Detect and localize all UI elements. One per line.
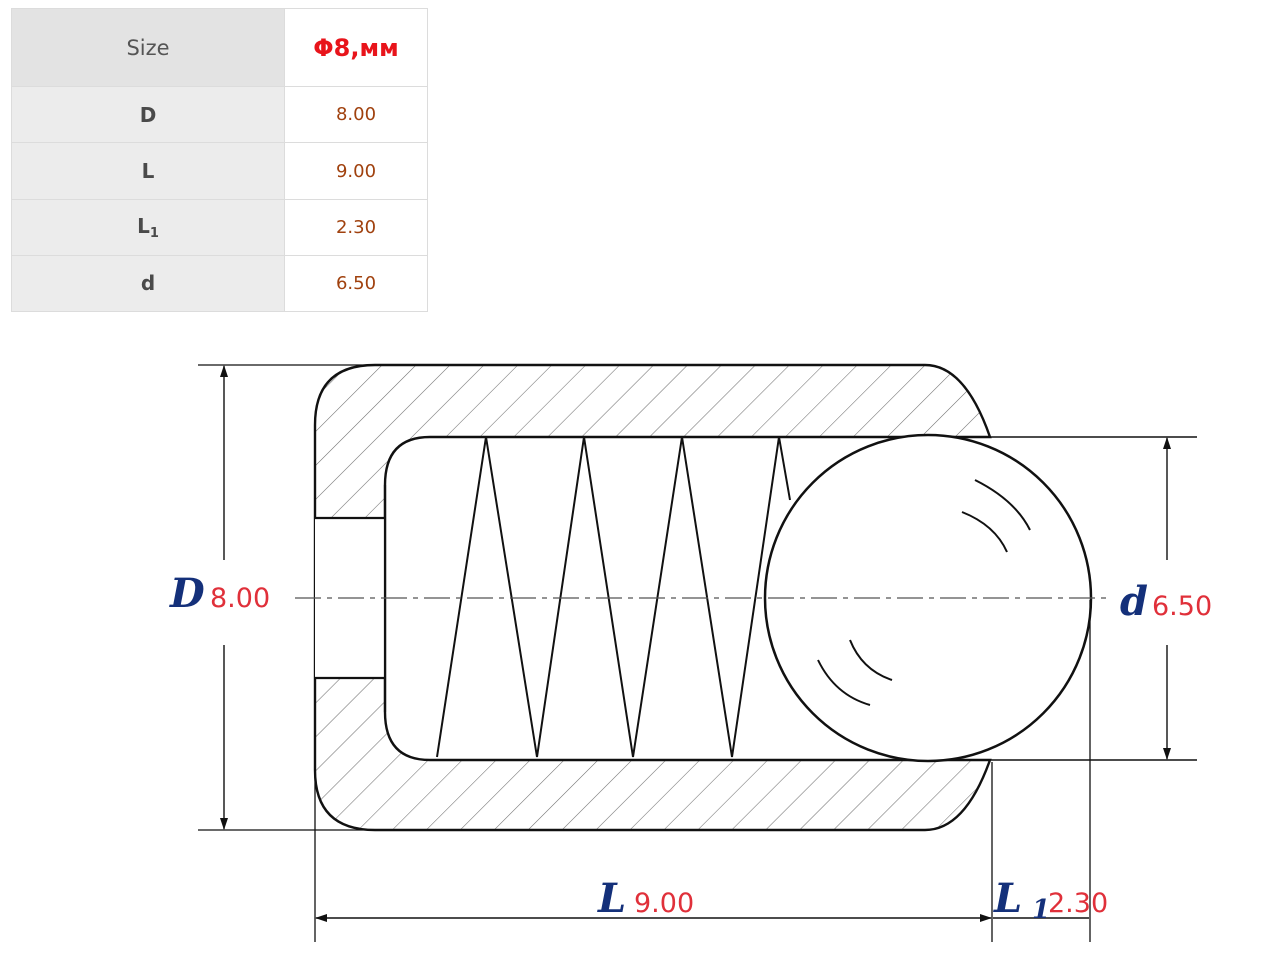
D-value: 8.00 [210, 583, 270, 614]
param-symbol: D [139, 102, 157, 127]
header-size-value: Φ8,мм [284, 7, 428, 88]
L-symbol: L [597, 875, 626, 922]
L1-value: 2.30 [1048, 888, 1108, 919]
value-L1: 2.30 [284, 198, 428, 256]
ball-highlight [961, 511, 1008, 553]
param-symbol: d [140, 271, 156, 296]
L-value: 9.00 [634, 888, 694, 919]
param-d: d [11, 254, 285, 313]
table-header-row: Size Φ8,мм [11, 7, 428, 88]
d-value: 6.50 [1152, 591, 1212, 622]
spec-table: Size Φ8,мм D 8.00 L 9.00 L1 2.30 d 6.50 [11, 7, 428, 313]
param-subscript: 1 [149, 225, 159, 241]
param-symbol: L [137, 213, 150, 238]
param-L: L [11, 142, 285, 200]
spring [436, 436, 791, 758]
ball-highlight [817, 659, 871, 706]
value-d: 6.50 [284, 254, 428, 313]
ball-highlight [849, 639, 893, 681]
table-row: d 6.50 [11, 254, 428, 313]
value-D: 8.00 [284, 86, 428, 144]
L1-subscript: 1 [1032, 895, 1050, 925]
table-row: L1 2.30 [11, 198, 428, 256]
ball-highlight [974, 479, 1031, 531]
L1-symbol: L [993, 875, 1022, 922]
value-L: 9.00 [284, 142, 428, 200]
D-symbol: D [169, 570, 205, 617]
header-size-label: Size [11, 7, 285, 88]
table-row: L 9.00 [11, 142, 428, 200]
param-symbol: L [141, 159, 155, 183]
d-symbol: d [1120, 578, 1148, 625]
